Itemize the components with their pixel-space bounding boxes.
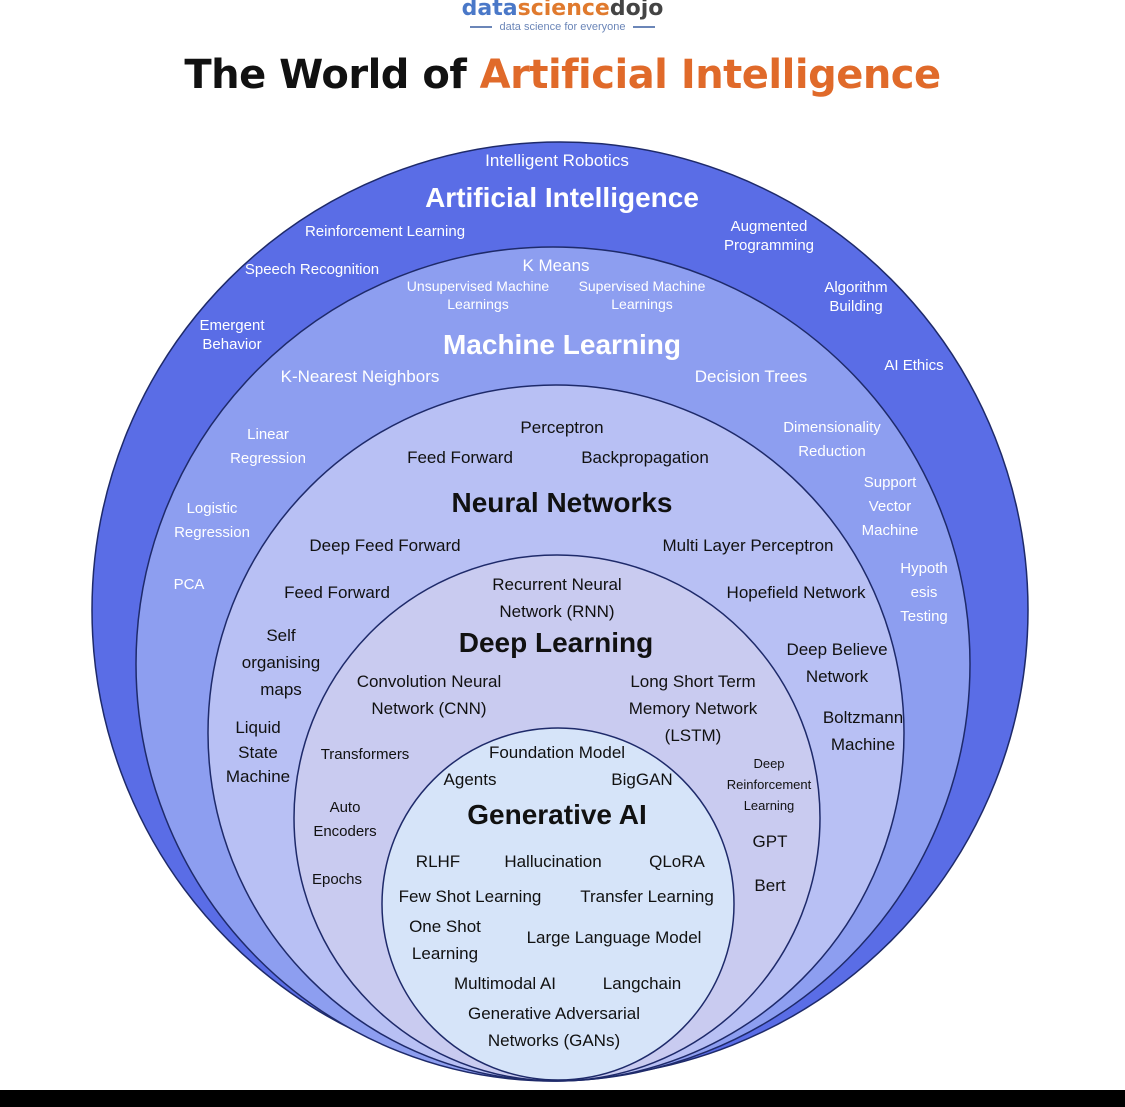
nn-heading: Neural Networks <box>451 487 673 518</box>
label: Intelligent Robotics <box>485 151 629 170</box>
label: AI Ethics <box>884 357 944 374</box>
label: Linear Regression <box>230 426 306 467</box>
label: Deep Reinforcement Learning <box>726 756 812 813</box>
label: Bert <box>754 876 786 895</box>
label: Unsupervised Machine Learnings <box>406 278 550 312</box>
label: Feed Forward <box>407 448 513 467</box>
label: Boltzmann Machine <box>822 708 904 755</box>
logo-tagline: data science for everyone <box>0 21 1125 33</box>
label: Multimodal AI <box>453 974 557 993</box>
label: BigGAN <box>611 770 673 789</box>
label: Transfer Learning <box>580 887 714 906</box>
label: Foundation Model <box>488 743 626 762</box>
logo: datasciencedojo <box>0 0 1125 21</box>
label: Support Vector Machine <box>861 474 919 539</box>
label: Hopefield Network <box>726 583 866 602</box>
label: Long Short Term Memory Network (LSTM) <box>628 672 758 746</box>
genai-heading: Generative AI <box>467 799 647 830</box>
label: Augmented Programming <box>723 218 815 254</box>
label: Emergent Behavior <box>199 317 265 353</box>
ai-heading: Artificial Intelligence <box>425 182 699 213</box>
label: Liquid State Machine <box>225 718 291 787</box>
label: Generative Adversarial Networks (GANs) <box>468 1004 640 1051</box>
label: Agents <box>443 770 497 789</box>
label: Deep Feed Forward <box>309 536 461 555</box>
dl-heading: Deep Learning <box>458 627 654 658</box>
label: Algorithm Building <box>824 279 888 315</box>
title-highlight: Artificial Intelligence <box>479 52 942 98</box>
label: Transformers <box>320 746 410 763</box>
label: Deep Believe Network <box>786 640 888 687</box>
ml-heading: Machine Learning <box>442 329 682 360</box>
label: GPT <box>752 832 788 851</box>
label: PCA <box>173 576 205 593</box>
label: Logistic Regression <box>174 500 250 541</box>
label: Langchain <box>602 974 682 993</box>
bottom-bar <box>0 1090 1125 1107</box>
label: RLHF <box>415 852 461 871</box>
label: Speech Recognition <box>244 261 380 278</box>
label: Hallucination <box>504 852 602 871</box>
label: QLoRA <box>649 852 705 871</box>
label: Dimensionality Reduction <box>783 419 881 460</box>
label: Multi Layer Perceptron <box>662 536 834 555</box>
label: Decision Trees <box>694 367 808 386</box>
label: Epochs <box>311 871 363 888</box>
label: Hypoth esis Testing <box>900 560 948 625</box>
label: Large Language Model <box>526 928 702 947</box>
label: Self organising maps <box>241 626 321 700</box>
label: Backpropagation <box>581 448 709 467</box>
label: Supervised Machine Learnings <box>578 278 706 312</box>
title-prefix: The World of <box>184 52 480 98</box>
logo-text: science <box>517 0 610 21</box>
label: Convolution Neural Network (CNN) <box>356 672 502 719</box>
label: Reinforcement Learning <box>304 223 466 240</box>
logo-text: data <box>461 0 518 21</box>
label: K Means <box>522 256 590 275</box>
label: Auto Encoders <box>313 799 377 840</box>
label: K-Nearest Neighbors <box>280 367 440 386</box>
logo-text: dojo <box>609 0 664 21</box>
circle-genai <box>381 727 735 1081</box>
page-title: The World of Artificial Intelligence <box>0 52 1125 98</box>
label: Feed Forward <box>284 583 390 602</box>
label: Few Shot Learning <box>398 887 542 906</box>
label: One Shot Learning <box>409 917 481 964</box>
label: Recurrent Neural Network (RNN) <box>492 575 622 622</box>
label: Perceptron <box>520 418 604 437</box>
